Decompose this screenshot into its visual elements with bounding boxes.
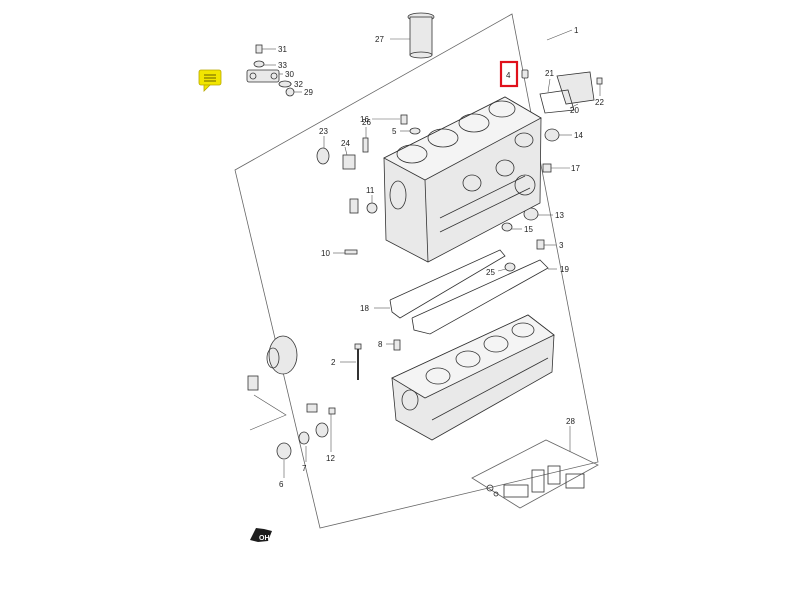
callout-13: 13 [555, 211, 564, 220]
direction-badge-label: OH [259, 535, 270, 542]
callout-17: 17 [571, 164, 580, 173]
part-10-pin: 10 [321, 249, 358, 258]
callout-18: 18 [360, 304, 369, 313]
callout-21: 21 [545, 69, 554, 78]
callout-31: 31 [278, 45, 287, 54]
filter-fittings-group: 6 7 12 [247, 335, 335, 489]
callout-20: 20 [570, 106, 579, 115]
callout-33: 33 [278, 61, 287, 70]
assembly-frame [234, 13, 599, 529]
callout-27: 27 [375, 35, 384, 44]
callout-4: 4 [506, 71, 511, 80]
part-2-bolt: 2 [331, 343, 362, 380]
cylinder-block [383, 96, 542, 263]
callout-1: 1 [574, 26, 579, 35]
callout-19: 19 [560, 265, 569, 274]
part-25-cap: 25 [486, 262, 516, 277]
callout-28: 28 [566, 417, 575, 426]
callout-2: 2 [331, 358, 336, 367]
part-14-cap: 14 [544, 128, 583, 142]
callout-8: 8 [378, 340, 383, 349]
callout-30: 30 [285, 70, 294, 79]
part-9-11-drain: 11 [349, 186, 378, 214]
callout-25: 25 [486, 268, 495, 277]
note-icon[interactable] [198, 69, 222, 92]
part-29-33-cluster: 31 33 30 32 29 [246, 44, 313, 97]
callout-29: 29 [304, 88, 313, 97]
callout-14: 14 [574, 131, 583, 140]
part-27-liner: 27 [375, 12, 435, 59]
callout-6: 6 [279, 480, 284, 489]
callout-24: 24 [341, 139, 350, 148]
callout-22: 22 [595, 98, 604, 107]
lower-crankcase [391, 314, 555, 441]
part-20-22-cover: 21 20 22 [539, 69, 604, 115]
callout-10: 10 [321, 249, 330, 258]
part-23-24-26-fittings: 23 24 26 [316, 118, 371, 170]
callout-23: 23 [319, 127, 328, 136]
callout-15: 15 [524, 225, 533, 234]
callout-26: 26 [362, 118, 371, 127]
direction-arrow-icon: OH [250, 528, 272, 542]
callout-12: 12 [326, 454, 335, 463]
callout-16: 16 [360, 115, 369, 124]
callout-5: 5 [392, 127, 397, 136]
part-16-5-plugs: 16 5 [360, 114, 421, 136]
part-3-dowel: 3 [536, 239, 564, 250]
part-8-dowel: 8 [378, 339, 401, 351]
callout-7: 7 [302, 464, 307, 473]
part-18-19-gaskets: 18 19 [360, 249, 569, 335]
callout-11: 11 [366, 186, 375, 195]
part-4-highlight[interactable]: 4 [499, 60, 529, 88]
part-15-cap: 15 [501, 222, 533, 234]
callout-3: 3 [559, 241, 564, 250]
callout-32: 32 [294, 80, 303, 89]
part-13-cap: 13 [523, 207, 564, 221]
part-17-plug: 17 [542, 163, 580, 173]
part-28-gasket-kit: 28 [471, 417, 599, 509]
